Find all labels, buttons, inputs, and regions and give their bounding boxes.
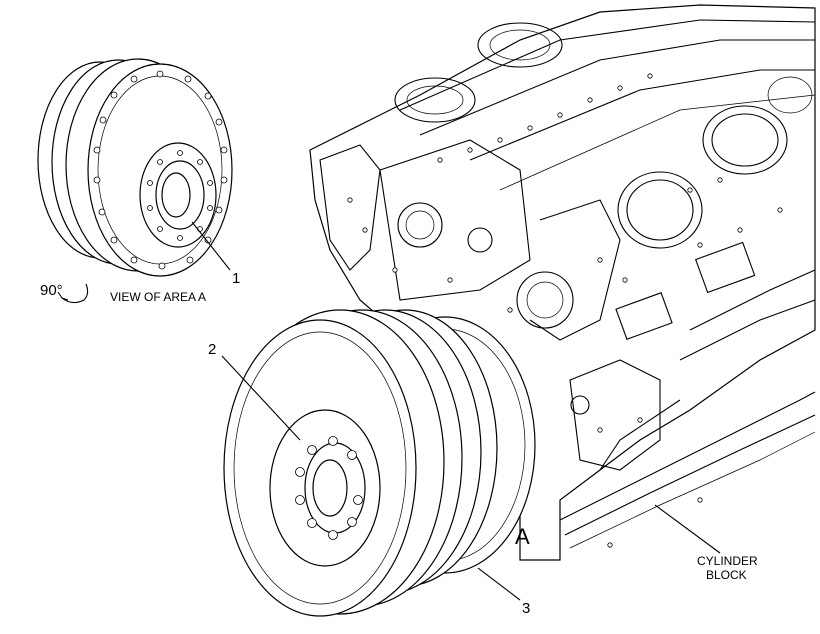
main-hub-bolts: [295, 436, 363, 540]
callout-2-leader: [221, 355, 301, 441]
main-damper: [221, 309, 536, 617]
detail-hub-bolts: [147, 150, 213, 241]
cylinder-block-label-line2: BLOCK: [706, 568, 747, 582]
rotation-arrow-icon: [57, 283, 89, 304]
rotation-label: 90°: [40, 282, 63, 299]
callout-2: 2: [208, 341, 216, 358]
cylinder-block-label-line1: CYLINDER: [697, 554, 758, 568]
cylinder-block-leader: [654, 504, 721, 554]
view-of-area-label: VIEW OF AREA A: [110, 290, 206, 304]
area-marker-label: A: [515, 524, 530, 549]
callout-1: 1: [232, 270, 240, 287]
callout-3: 3: [522, 600, 530, 617]
block-bolt-dots: [347, 73, 783, 548]
callout-1-leader: [191, 221, 231, 271]
detail-outer-bolts: [93, 70, 228, 270]
engine-block: [309, 4, 816, 561]
callout-3-leader: [477, 567, 521, 601]
detail-view-damper: [37, 58, 233, 277]
